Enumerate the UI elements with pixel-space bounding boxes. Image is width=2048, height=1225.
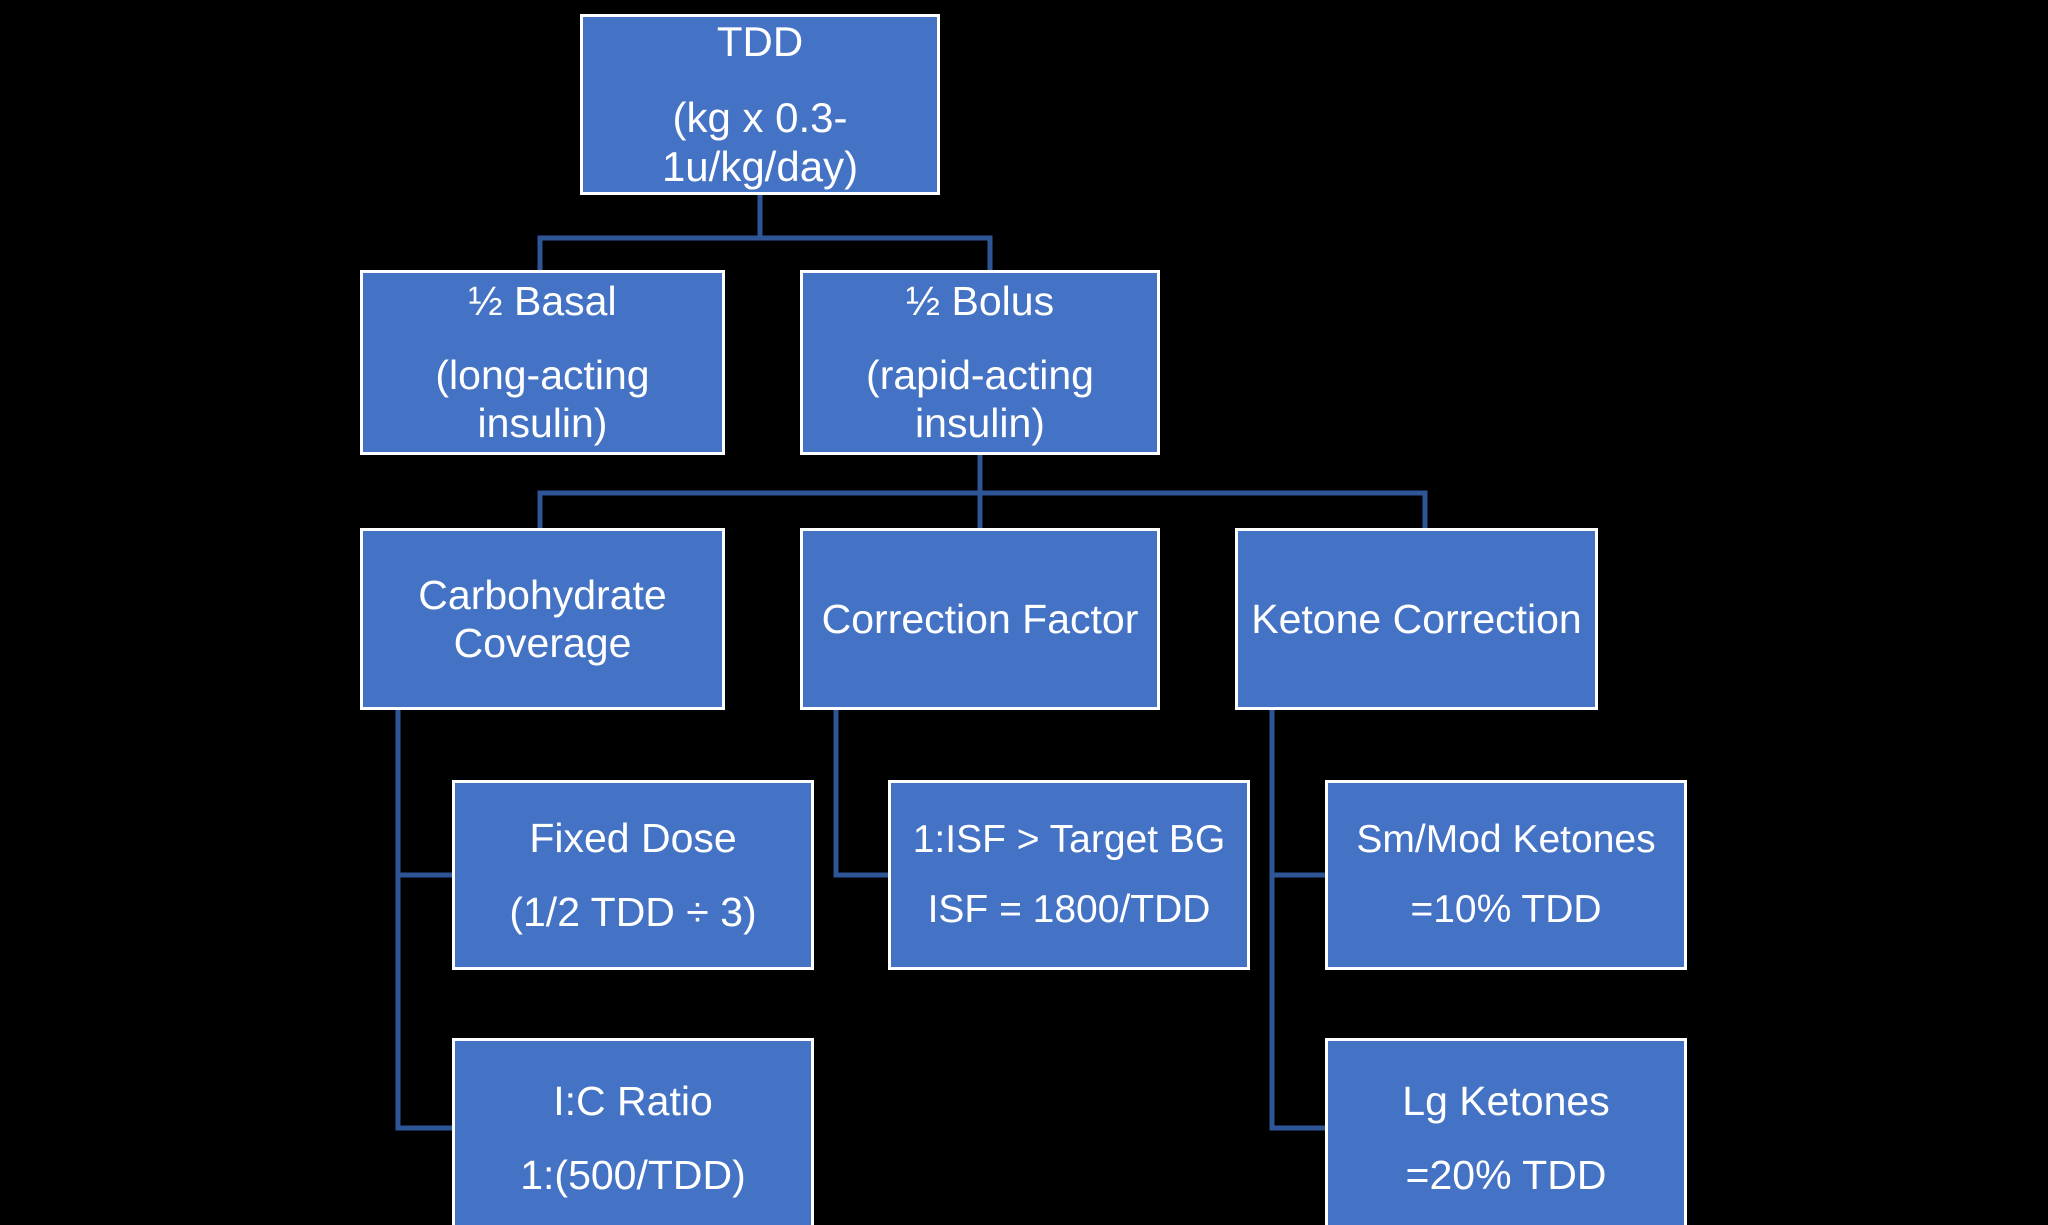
node-tdd-line1: TDD bbox=[716, 18, 804, 66]
node-isf-line2: ISF = 1800/TDD bbox=[927, 888, 1211, 932]
edge-bolus-to-row3 bbox=[537, 452, 1428, 531]
node-fixed-dose-line1: Fixed Dose bbox=[529, 814, 737, 861]
node-basal-line1: ½ Basal bbox=[468, 278, 617, 325]
node-tdd[interactable]: TDD (kg x 0.3- 1u/kg/day) bbox=[580, 14, 940, 195]
node-carbohydrate-coverage-label: Carbohydrate Coverage bbox=[418, 571, 667, 666]
edge-carb-to-ic-ratio bbox=[395, 872, 455, 1131]
node-ketone-correction-label: Ketone Correction bbox=[1251, 595, 1582, 642]
node-ic-ratio[interactable]: I:C Ratio 1:(500/TDD) bbox=[452, 1038, 814, 1225]
node-bolus-line1: ½ Bolus bbox=[905, 278, 1055, 325]
node-fixed-dose[interactable]: Fixed Dose (1/2 TDD ÷ 3) bbox=[452, 780, 814, 970]
node-bolus-line2: (rapid-acting insulin) bbox=[866, 352, 1094, 447]
node-lg-ketones-line1: Lg Ketones bbox=[1402, 1077, 1610, 1124]
node-bolus[interactable]: ½ Bolus (rapid-acting insulin) bbox=[800, 270, 1160, 455]
node-isf[interactable]: 1:ISF > Target BG ISF = 1800/TDD bbox=[888, 780, 1250, 970]
edge-ketone-to-sm-mod-ketones bbox=[1269, 707, 1328, 878]
node-ketone-correction[interactable]: Ketone Correction bbox=[1235, 528, 1598, 710]
node-basal[interactable]: ½ Basal (long-acting insulin) bbox=[360, 270, 725, 455]
node-lg-ketones-line2: =20% TDD bbox=[1405, 1151, 1607, 1198]
node-tdd-line2: (kg x 0.3- 1u/kg/day) bbox=[661, 93, 859, 191]
node-lg-ketones[interactable]: Lg Ketones =20% TDD bbox=[1325, 1038, 1687, 1225]
edge-correction-to-isf bbox=[833, 707, 891, 878]
node-correction-factor-label: Correction Factor bbox=[821, 595, 1139, 642]
node-basal-line2: (long-acting insulin) bbox=[435, 352, 650, 447]
node-fixed-dose-line2: (1/2 TDD ÷ 3) bbox=[509, 888, 757, 935]
edge-tdd-to-basal-bolus bbox=[537, 192, 993, 273]
node-ic-ratio-line2: 1:(500/TDD) bbox=[520, 1151, 746, 1198]
node-carbohydrate-coverage[interactable]: Carbohydrate Coverage bbox=[360, 528, 725, 710]
node-correction-factor[interactable]: Correction Factor bbox=[800, 528, 1160, 710]
node-sm-mod-ketones[interactable]: Sm/Mod Ketones =10% TDD bbox=[1325, 780, 1687, 970]
node-ic-ratio-line1: I:C Ratio bbox=[553, 1077, 713, 1124]
node-sm-mod-ketones-line2: =10% TDD bbox=[1410, 888, 1602, 932]
node-isf-line1: 1:ISF > Target BG bbox=[912, 817, 1226, 861]
edge-ketone-to-lg-ketones bbox=[1269, 872, 1328, 1131]
node-sm-mod-ketones-line1: Sm/Mod Ketones bbox=[1356, 817, 1656, 861]
edge-carb-to-fixed-dose bbox=[395, 707, 455, 878]
